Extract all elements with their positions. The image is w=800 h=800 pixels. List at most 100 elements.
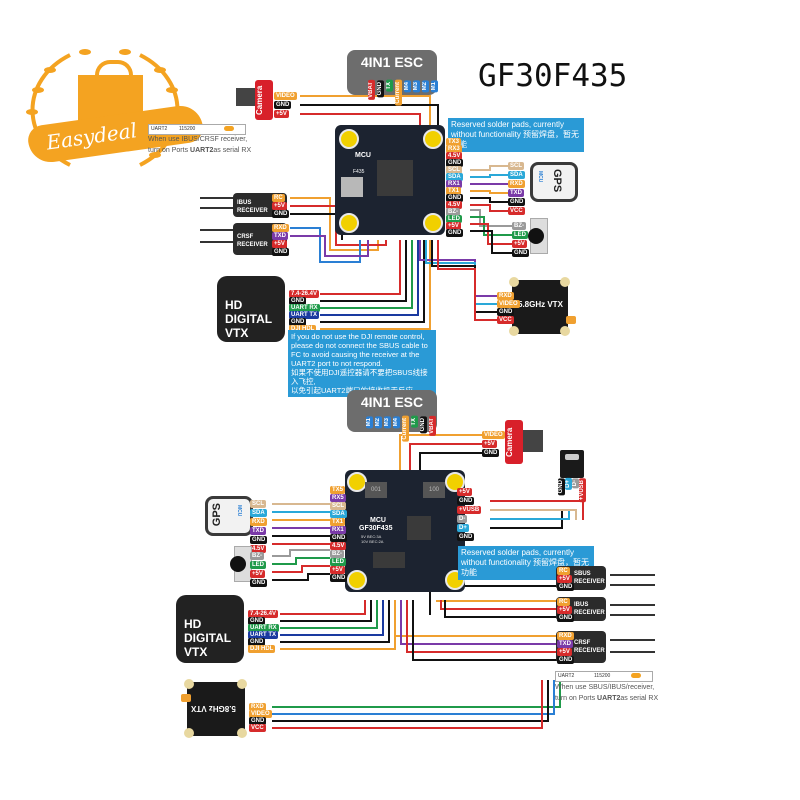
analog-vtx-bottom: 5.8GHz VTX bbox=[181, 679, 247, 738]
usb-breakout-board bbox=[560, 450, 584, 478]
rx-wire bbox=[290, 227, 361, 263]
antenna-connector bbox=[566, 316, 576, 324]
reserved-pads-note-bottom: Reserved solder pads, currently without … bbox=[458, 546, 594, 580]
mount-hole bbox=[339, 129, 359, 149]
rx-wire bbox=[444, 600, 557, 618]
gps-module-top: GPS MCU bbox=[530, 162, 578, 202]
pin-label: RXD bbox=[272, 224, 289, 232]
pin-label: GND bbox=[330, 534, 348, 542]
rx-wire bbox=[290, 197, 379, 251]
page-title: GF30F435 bbox=[478, 58, 628, 94]
camera-5v-wire bbox=[409, 443, 482, 470]
buzzer-wire bbox=[272, 549, 330, 557]
pin-label: GND bbox=[248, 638, 266, 646]
hd-vtx-wire bbox=[280, 600, 366, 615]
buzzer-icon bbox=[528, 228, 544, 244]
inductor: 001 bbox=[365, 482, 387, 498]
analog-vtx-top: 5.8GHz VTX bbox=[509, 277, 576, 336]
pin-label: GND bbox=[250, 579, 268, 587]
pin-label: Current bbox=[395, 80, 402, 106]
pin-label: RX1 bbox=[330, 526, 346, 534]
mount-hole bbox=[445, 472, 465, 492]
hd-vtx-wire bbox=[280, 600, 372, 622]
analog-vtx-wire bbox=[272, 680, 561, 708]
pin-label: D- bbox=[572, 478, 579, 489]
mount-hole bbox=[184, 728, 194, 738]
camera-video-wire bbox=[300, 95, 431, 128]
pin-label: +5V bbox=[250, 570, 265, 578]
mcu-chip bbox=[407, 516, 431, 540]
uart-setting-row-bottom: UART2 115200 bbox=[555, 671, 653, 682]
pin-label: GND bbox=[249, 717, 267, 725]
buzzer-icon bbox=[230, 556, 246, 572]
gps-wire bbox=[470, 174, 508, 178]
pin-label: UART RX bbox=[248, 624, 279, 632]
camera-gnd-wire bbox=[419, 452, 482, 470]
usb-wire bbox=[490, 509, 577, 520]
hd-vtx-wire bbox=[280, 600, 396, 650]
uart-toggle-top[interactable] bbox=[224, 126, 234, 131]
rx-wire bbox=[400, 600, 557, 645]
pin-label: BZ- bbox=[446, 208, 460, 216]
pin-label: TX1 bbox=[446, 187, 462, 195]
pin-label: GND bbox=[557, 583, 575, 591]
esc-module-bottom: 4IN1 ESC bbox=[347, 390, 437, 432]
hd-vtx-wire bbox=[320, 240, 407, 302]
pin-label: 7.4-26.4V bbox=[289, 290, 320, 298]
pin-label: GND bbox=[274, 101, 292, 109]
mount-hole bbox=[339, 213, 359, 233]
note-line: UART2 port to not respond. bbox=[291, 359, 383, 368]
analog-vtx-wire bbox=[272, 680, 549, 722]
pin-label: VIDEO bbox=[497, 300, 520, 308]
hd-vtx-wire bbox=[320, 240, 431, 330]
pin-label: +5V bbox=[274, 110, 289, 118]
buzzer-wire bbox=[272, 557, 330, 565]
pin-label: UART RX bbox=[289, 304, 320, 312]
mount-hole bbox=[423, 213, 443, 233]
rx-wire bbox=[412, 600, 557, 661]
analog-vtx-wire bbox=[272, 680, 555, 715]
pin-label: 4.5V bbox=[250, 545, 267, 553]
reserved-pads-note-top: Reserved solder pads, currently without … bbox=[448, 118, 584, 152]
inductor: 100 bbox=[423, 482, 445, 498]
pin-label: RX5 bbox=[330, 494, 346, 502]
mcu-chip bbox=[377, 160, 413, 196]
mount-hole bbox=[560, 277, 570, 287]
uart-toggle-bottom[interactable] bbox=[631, 673, 641, 678]
pin-label: SDA bbox=[446, 173, 463, 181]
pin-label: RXD bbox=[557, 632, 574, 640]
brand-logo: Easydeal bbox=[10, 40, 205, 180]
pin-label: VBAT bbox=[429, 416, 436, 436]
camera-5v-wire bbox=[300, 113, 421, 128]
esc-label: 4IN1 ESC bbox=[360, 394, 424, 410]
pin-label: M3 bbox=[384, 416, 391, 429]
uart-setting-row-top: UART2 115200 bbox=[148, 124, 246, 135]
buzzer-wire bbox=[470, 223, 512, 245]
mount-hole bbox=[237, 728, 247, 738]
usb-wire bbox=[490, 510, 563, 529]
pin-label: DJI HDL bbox=[289, 325, 317, 333]
mount-hole bbox=[560, 326, 570, 336]
camera-module-bottom: Camera bbox=[505, 420, 523, 464]
antenna-connector bbox=[181, 694, 191, 702]
flight-controller-top: MCU F435 bbox=[335, 125, 445, 235]
pin-label: GND bbox=[377, 80, 384, 98]
pin-label: GND bbox=[330, 574, 348, 582]
pin-label: TX5 bbox=[330, 486, 346, 494]
pin-label: VIDEO bbox=[274, 92, 297, 100]
camera-video-wire bbox=[399, 434, 482, 470]
uart-setting-note-bottom: When use SBUS/IBUS/receiver, turn on Por… bbox=[555, 684, 659, 702]
pin-label: GND bbox=[446, 229, 464, 237]
bag-handle-icon bbox=[95, 60, 133, 84]
buzzer-wire bbox=[470, 216, 512, 236]
pin-label: SCL bbox=[330, 502, 346, 510]
pin-label: VIDEO bbox=[482, 431, 505, 439]
osd-chip bbox=[373, 552, 405, 568]
pin-label: GND bbox=[289, 318, 307, 326]
hd-vtx-wire bbox=[280, 600, 378, 629]
hd-vtx-wire bbox=[320, 240, 413, 309]
pin-label: RC bbox=[272, 194, 285, 202]
pin-label: +5V bbox=[457, 488, 472, 496]
pin-label: SCL bbox=[446, 166, 462, 174]
